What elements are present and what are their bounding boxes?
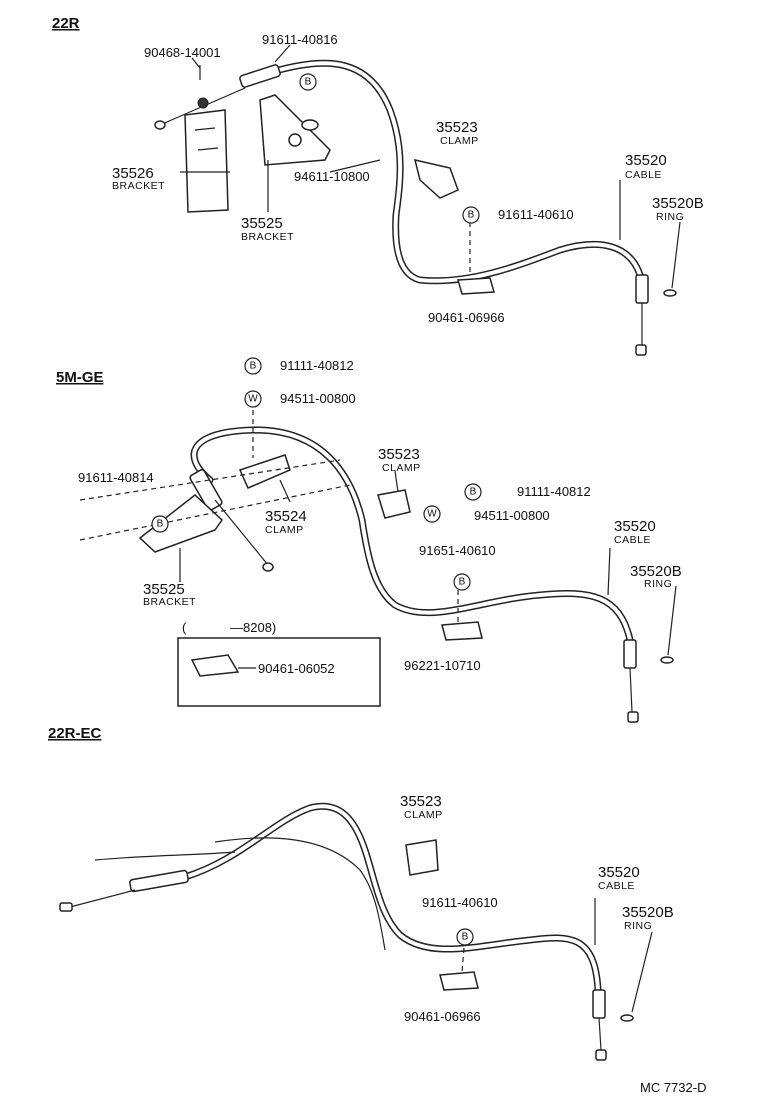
cable-end-pedal-5mge xyxy=(623,639,639,723)
bolt-b-marker-22rec-text: B xyxy=(462,932,469,943)
label-96221-10710: 96221-10710 xyxy=(404,658,481,673)
label-91611-40610-22rec: 91611-40610 xyxy=(422,895,498,910)
clamp-90461-06966-22rec xyxy=(439,971,479,991)
clamp-96221 xyxy=(441,621,483,641)
label-ring-22r: RING xyxy=(656,211,684,223)
label-clamp-35524: CLAMP xyxy=(265,524,304,536)
clamp-35524 xyxy=(238,454,291,489)
label-35520b-5mge: 35520B xyxy=(630,563,682,580)
label-90461-06966-22rec: 90461-06966 xyxy=(404,1009,481,1024)
cable-end-throttle-22r xyxy=(154,64,281,130)
inset-range: —8208) xyxy=(230,620,276,635)
label-91651-40610: 91651-40610 xyxy=(419,543,496,558)
bolt-b-marker-5mge-left-text: B xyxy=(157,519,164,530)
label-35520b-22rec: 35520B xyxy=(622,904,674,921)
bolt-b-marker-5mge-top-text: B xyxy=(250,361,257,372)
bolt-b-marker-5mge-right xyxy=(464,483,482,501)
label-90461-06052: 90461-06052 xyxy=(258,661,335,676)
bolt-b-marker-text: B xyxy=(305,77,312,88)
cable-end-throttle-22rec xyxy=(59,869,189,912)
label-clamp-5mge: CLAMP xyxy=(382,462,421,474)
section-title-22r-ec: 22R-EC xyxy=(48,725,102,742)
label-35524: 35524 xyxy=(265,508,307,525)
bolt-b-marker xyxy=(299,73,317,91)
label-35520-22rec: 35520 xyxy=(598,864,640,881)
bolt-b-marker-5mge-left xyxy=(151,515,169,533)
label-91611-40816: 91611-40816 xyxy=(262,32,338,47)
label-bracket-5mge: BRACKET xyxy=(143,596,196,608)
bracket-35525-22r xyxy=(259,94,331,166)
label-cable-5mge: CABLE xyxy=(614,534,651,546)
cable-end-pedal-22r xyxy=(635,274,649,356)
label-91611-40814: 91611-40814 xyxy=(78,470,154,485)
washer-w-marker-5mge-right-text: W xyxy=(427,509,437,520)
label-ring-5mge: RING xyxy=(644,578,672,590)
label-clamp-22r: CLAMP xyxy=(440,135,479,147)
bolt-b-marker-5mge-right-text: B xyxy=(470,487,477,498)
label-91111-40812-top: 91111-40812 xyxy=(280,358,354,373)
label-90468-14001: 90468-14001 xyxy=(144,45,221,60)
cable-end-pedal-22rec xyxy=(592,989,607,1061)
ring-35520b-22rec xyxy=(620,1014,634,1022)
washer-94611 xyxy=(301,119,319,131)
label-94611-10800: 94611-10800 xyxy=(294,169,370,184)
section-title-22r: 22R xyxy=(52,15,80,32)
label-bracket-35525-22r: BRACKET xyxy=(241,231,294,243)
section-5m-ge: 5M-GE B 911 xyxy=(56,357,682,723)
bracket-35526 xyxy=(184,109,229,213)
label-35526: 35526 xyxy=(112,165,154,182)
footer-code: MC 7732-D xyxy=(640,1080,706,1095)
section-title-5m-ge: 5M-GE xyxy=(56,369,104,386)
bolt-b-marker-5mge-top xyxy=(244,357,262,375)
label-bracket-35526: BRACKET xyxy=(112,180,165,192)
label-35520b-22r: 35520B xyxy=(652,195,704,212)
label-35520-22r: 35520 xyxy=(625,152,667,169)
washer-w-marker-5mge-right xyxy=(423,505,441,523)
ring-35520b-22r xyxy=(663,289,677,297)
label-clamp-22rec: CLAMP xyxy=(404,809,443,821)
cable-35520-22r xyxy=(268,59,644,285)
section-22r-ec: 22R-EC 35523 CLAMP 35520 CABLE 91611-406… xyxy=(48,725,674,1061)
label-ring-22rec: RING xyxy=(624,920,652,932)
label-94511-00800-top: 94511-00800 xyxy=(280,391,356,406)
label-35525-5mge: 35525 xyxy=(143,581,185,598)
label-91111-40812-right: 91111-40812 xyxy=(517,484,591,499)
label-35520-5mge: 35520 xyxy=(614,518,656,535)
bolt-b-marker-2 xyxy=(462,206,480,224)
clamp-90461-06966-22r xyxy=(457,277,495,295)
cable-35520-22rec xyxy=(181,802,602,994)
washer-w-marker-5mge-top-text: W xyxy=(248,394,258,405)
inset-box-8208: ( —8208) 90461-06052 xyxy=(177,620,381,707)
label-91611-40610-22r: 91611-40610 xyxy=(498,207,574,222)
clamp-90461-06052 xyxy=(190,654,240,677)
bolt-b-marker-5mge-mid-text: B xyxy=(459,577,466,588)
label-94511-00800-right: 94511-00800 xyxy=(474,508,550,523)
section-22r: 22R xyxy=(52,15,704,356)
label-35523-22r: 35523 xyxy=(436,119,478,136)
ring-35520b-5mge xyxy=(660,656,674,664)
clamp-35523-22rec xyxy=(405,839,439,876)
label-35525-22r: 35525 xyxy=(241,215,283,232)
clamp-35523-22r xyxy=(413,158,459,199)
clamp-35523-5mge xyxy=(377,489,411,519)
bolt-b-marker-22rec xyxy=(456,928,474,946)
bolt-b-marker-2-text: B xyxy=(468,210,475,221)
label-35523-5mge: 35523 xyxy=(378,446,420,463)
inset-open-paren: ( xyxy=(182,620,187,635)
label-cable-22r: CABLE xyxy=(625,169,662,181)
bracket-35525-5mge xyxy=(138,494,223,553)
washer-w-marker-5mge-top xyxy=(244,390,262,408)
cable-35520-5mge xyxy=(190,426,634,644)
label-35523-22rec: 35523 xyxy=(400,793,442,810)
bolt-b-marker-5mge-mid xyxy=(453,573,471,591)
label-90461-06966-22r: 90461-06966 xyxy=(428,310,505,325)
label-cable-22rec: CABLE xyxy=(598,880,635,892)
